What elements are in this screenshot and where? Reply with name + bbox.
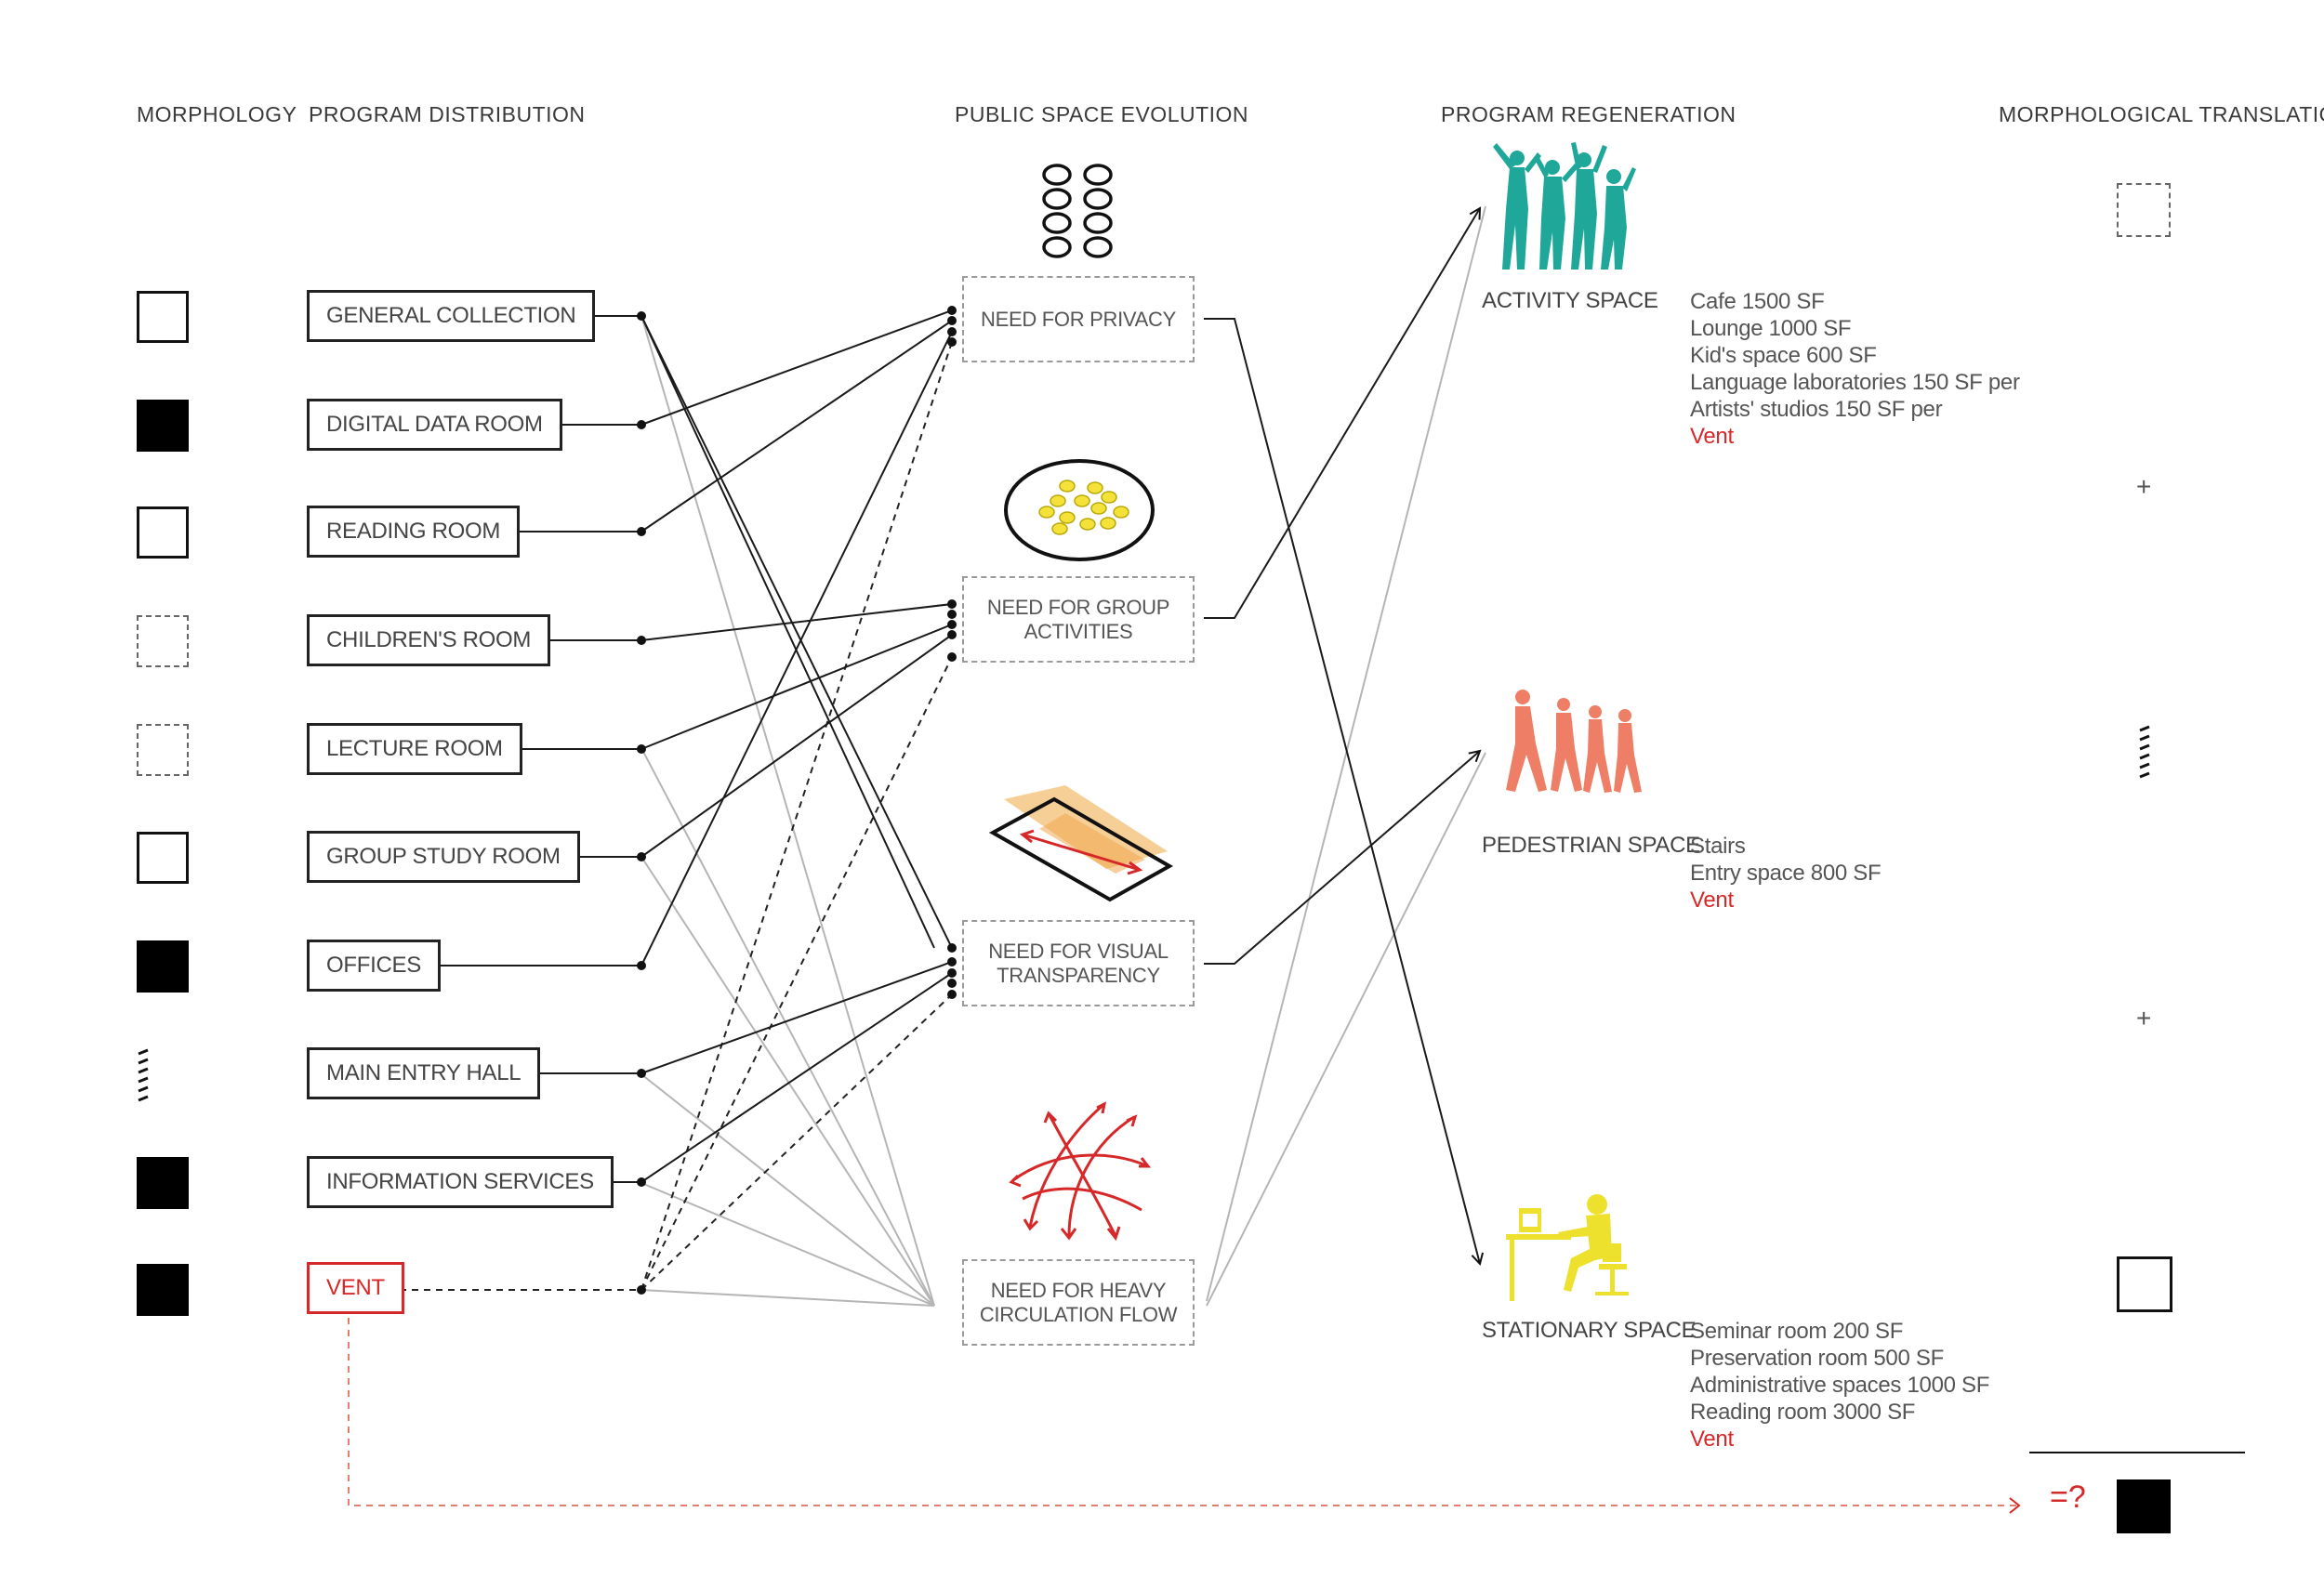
program-digital-data-room: DIGITAL DATA ROOM <box>307 399 562 451</box>
morphology-square-dashed <box>137 724 189 776</box>
list-item: Language laboratories 150 SF per <box>1690 370 2020 395</box>
header-morphological-translation: MORPHOLOGICAL TRANSLATION <box>1999 102 2324 126</box>
translation-equals-question: =? <box>2050 1479 2086 1515</box>
stationary-person-desk-icon <box>1506 1194 1629 1301</box>
translation-plus: + <box>2136 472 2152 501</box>
program-childrens-room: CHILDREN'S ROOM <box>307 614 551 666</box>
need-privacy-box: NEED FOR PRIVACY <box>962 276 1195 362</box>
vent-item: Vent <box>1690 888 1734 913</box>
program-general-collection: GENERAL COLLECTION <box>307 290 596 342</box>
translation-hatched-stair <box>2139 725 2150 779</box>
morphology-square-filled <box>137 1264 189 1316</box>
need-group-activities-box: NEED FOR GROUP ACTIVITIES <box>962 576 1195 663</box>
list-item: Kid's space 600 SF <box>1690 343 1877 368</box>
vent-item: Vent <box>1690 424 1734 449</box>
program-information-services: INFORMATION SERVICES <box>307 1156 614 1208</box>
morphology-square-filled <box>137 940 189 993</box>
morphology-square-outline <box>137 832 189 884</box>
stationary-space-list: Seminar room 200 SF Preservation room 50… <box>1690 1318 1989 1453</box>
translation-square-dashed <box>2117 183 2171 237</box>
morphology-square-outline <box>137 506 189 559</box>
list-item: Preservation room 500 SF <box>1690 1346 1944 1371</box>
group-activities-icon <box>1004 459 1155 561</box>
pedestrian-space-list: Stairs Entry space 800 SF Vent <box>1690 833 1882 914</box>
program-vent: VENT <box>307 1262 404 1314</box>
morphology-square-outline <box>137 291 189 343</box>
morphology-square-filled <box>137 400 189 452</box>
translation-plus: + <box>2136 1004 2152 1032</box>
list-item: Cafe 1500 SF <box>1690 289 1825 314</box>
activity-space-label: ACTIVITY SPACE <box>1482 288 1658 313</box>
list-item: Lounge 1000 SF <box>1690 316 1852 341</box>
header-public-space-evolution: PUBLIC SPACE EVOLUTION <box>955 102 1249 126</box>
pedestrian-space-label: PEDESTRIAN SPACE <box>1482 833 1700 858</box>
header-program-regeneration: PROGRAM REGENERATION <box>1441 102 1736 126</box>
header-morphology: MORPHOLOGY <box>137 102 297 126</box>
circulation-flow-icon <box>1009 1101 1152 1242</box>
morphology-square-filled <box>137 1157 189 1209</box>
program-main-entry-hall: MAIN ENTRY HALL <box>307 1047 541 1099</box>
program-group-study-room: GROUP STUDY ROOM <box>307 831 580 883</box>
program-offices: OFFICES <box>307 940 441 992</box>
list-item: Stairs <box>1690 834 1746 859</box>
list-item: Reading room 3000 SF <box>1690 1400 1916 1425</box>
list-item: Artists' studios 150 SF per <box>1690 397 1943 422</box>
morphology-hatched-stair <box>138 1048 149 1102</box>
morphology-square-dashed <box>137 615 189 667</box>
program-lecture-room: LECTURE ROOM <box>307 723 522 775</box>
program-reading-room: READING ROOM <box>307 506 521 558</box>
activity-people-icon <box>1493 142 1636 270</box>
visual-transparency-icon <box>988 785 1174 902</box>
list-item: Administrative spaces 1000 SF <box>1690 1373 1990 1398</box>
vent-item: Vent <box>1690 1427 1734 1452</box>
need-visual-transparency-box: NEED FOR VISUAL TRANSPARENCY <box>962 920 1195 1006</box>
translation-square-outline <box>2117 1256 2172 1312</box>
list-item: Entry space 800 SF <box>1690 861 1882 886</box>
need-heavy-circulation-box: NEED FOR HEAVY CIRCULATION FLOW <box>962 1259 1195 1346</box>
activity-space-list: Cafe 1500 SF Lounge 1000 SF Kid's space … <box>1690 288 2020 450</box>
header-program-distribution: PROGRAM DISTRIBUTION <box>309 102 586 126</box>
privacy-cells-icon <box>1042 164 1113 258</box>
list-item: Seminar room 200 SF <box>1690 1319 1904 1344</box>
pedestrian-people-icon <box>1506 690 1642 793</box>
stationary-space-label: STATIONARY SPACE <box>1482 1318 1697 1343</box>
translation-square-filled <box>2117 1479 2171 1533</box>
